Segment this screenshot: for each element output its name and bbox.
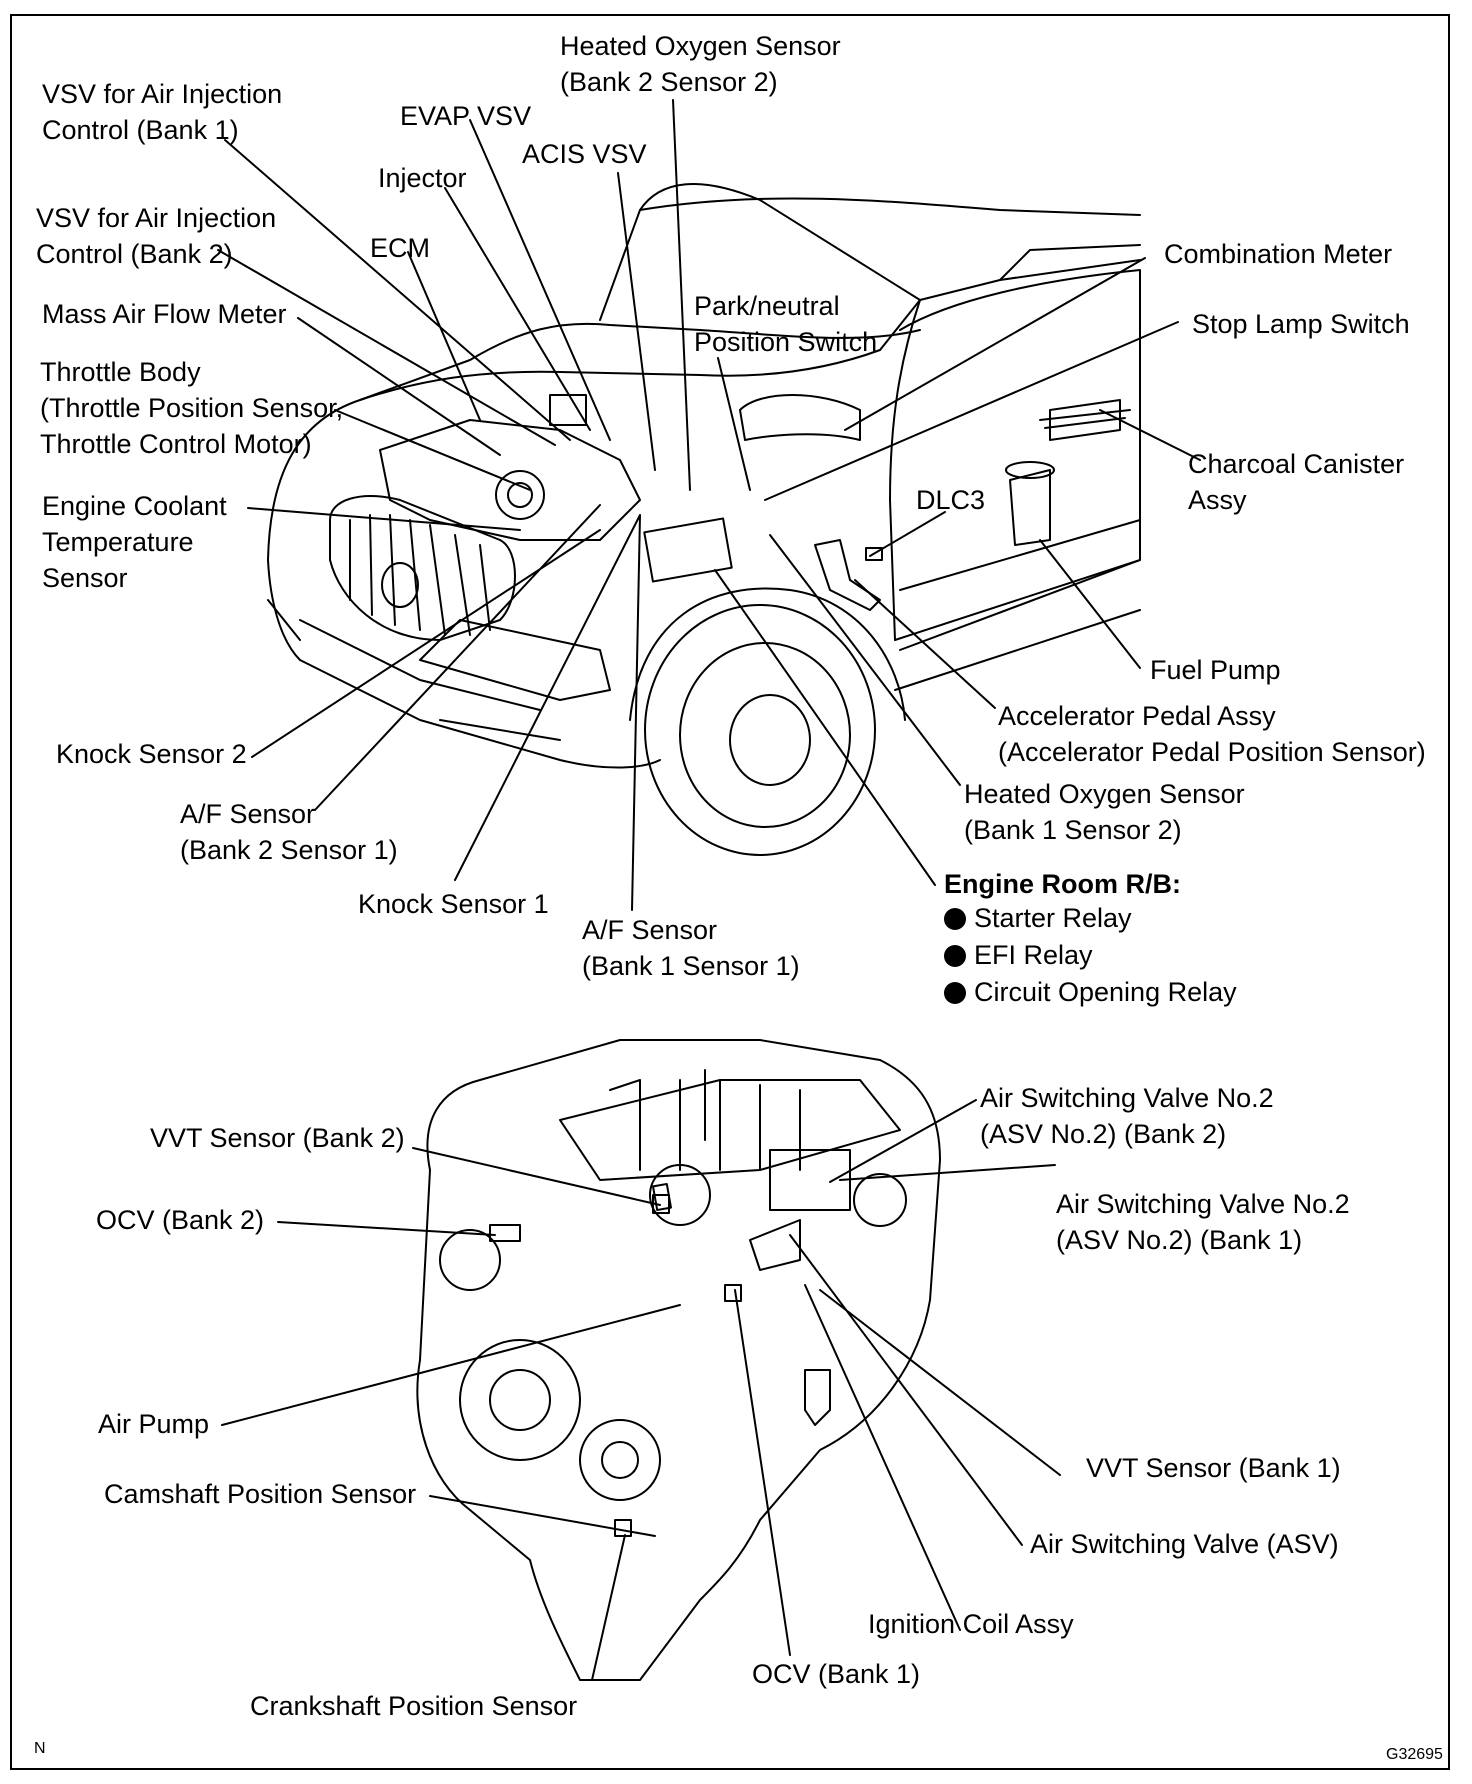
label-af-sensor-bank2-sensor1: A/F Sensor (Bank 2 Sensor 1) xyxy=(180,799,398,865)
label-ocv-bank1: OCV (Bank 1) xyxy=(752,1659,921,1689)
label-vsv-air-injection-bank2: VSV for Air Injection Control (Bank 2) xyxy=(36,203,277,269)
ecm-box xyxy=(549,394,587,426)
label-evap-vsv: EVAP VSV xyxy=(400,101,532,131)
label-throttle-body: Throttle Body (Throttle Position Sensor,… xyxy=(40,357,344,459)
label-accelerator-pedal-assy: Accelerator Pedal Assy (Accelerator Peda… xyxy=(998,701,1426,767)
accelerator-pedal xyxy=(814,539,881,611)
label-acis-vsv: ACIS VSV xyxy=(522,139,647,169)
orientation-mark: N xyxy=(34,1740,46,1757)
label-vsv-air-injection-bank1: VSV for Air Injection Control (Bank 1) xyxy=(42,79,283,145)
bullet-icon xyxy=(944,982,966,1004)
asv2-bank1 xyxy=(853,1173,907,1227)
label-charcoal-canister-assy: Charcoal Canister Assy xyxy=(1188,449,1405,515)
grille xyxy=(329,495,516,641)
label-ocv-bank2: OCV (Bank 2) xyxy=(96,1205,265,1235)
label-dlc3: DLC3 xyxy=(916,485,986,515)
windshield xyxy=(599,183,921,321)
label-fuel-pump: Fuel Pump xyxy=(1150,655,1281,685)
engine-room-rb-title: Engine Room R/B: xyxy=(944,869,1181,899)
ignition-coil xyxy=(804,1369,831,1426)
label-vvt-sensor-bank1: VVT Sensor (Bank 1) xyxy=(1086,1453,1341,1483)
label-air-pump: Air Pump xyxy=(98,1409,210,1439)
label-asv2-bank2: Air Switching Valve No.2 (ASV No.2) (Ban… xyxy=(980,1083,1274,1149)
charcoal-canister xyxy=(1049,399,1121,441)
label-engine-coolant-temperature-sensor: Engine Coolant Temperature Sensor xyxy=(42,491,227,593)
leader-lines-engine xyxy=(221,1099,1061,1681)
dlc3-connector xyxy=(865,547,883,561)
label-mass-air-flow-meter: Mass Air Flow Meter xyxy=(42,299,287,329)
label-knock-sensor-2: Knock Sensor 2 xyxy=(56,739,247,769)
grille-emblem xyxy=(381,562,419,608)
air-pump xyxy=(649,1164,711,1226)
label-heated-o2-sensor-bank2-sensor2: Heated Oxygen Sensor (Bank 2 Sensor 2) xyxy=(560,31,841,97)
combination-meter-hood xyxy=(739,394,861,441)
label-heated-o2-sensor-bank1-sensor2: Heated Oxygen Sensor (Bank 1 Sensor 2) xyxy=(964,779,1245,845)
label-ecm: ECM xyxy=(370,233,430,263)
label-vvt-sensor-bank2: VVT Sensor (Bank 2) xyxy=(150,1123,405,1153)
relay-box xyxy=(643,517,733,583)
engine-room-rb-item: Starter Relay xyxy=(944,900,1132,936)
bullet-icon xyxy=(944,945,966,967)
label-injector: Injector xyxy=(378,163,467,193)
fuel-pump xyxy=(1009,469,1051,546)
label-combination-meter: Combination Meter xyxy=(1164,239,1393,269)
engine-block xyxy=(416,1039,941,1681)
label-park-neutral-position-switch: Park/neutral Position Switch xyxy=(694,291,878,357)
vehicle-body-outline xyxy=(267,322,921,561)
vehicle-hood xyxy=(359,349,881,401)
label-crankshaft-position-sensor: Crankshaft Position Sensor xyxy=(250,1691,578,1721)
leader-lines-top xyxy=(217,99,1201,911)
label-camshaft-position-sensor: Camshaft Position Sensor xyxy=(104,1479,417,1509)
bullet-icon xyxy=(944,908,966,930)
asv2-bank2 xyxy=(769,1149,851,1211)
engine-room-rb-item: EFI Relay xyxy=(944,937,1093,973)
wheel-arch xyxy=(629,587,906,721)
label-ignition-coil-assy: Ignition Coil Assy xyxy=(868,1609,1074,1639)
label-knock-sensor-1: Knock Sensor 1 xyxy=(358,889,549,919)
label-stop-lamp-switch: Stop Lamp Switch xyxy=(1192,309,1410,339)
figure-id: G32695 xyxy=(1386,1746,1443,1763)
label-asv2-bank1: Air Switching Valve No.2 (ASV No.2) (Ban… xyxy=(1056,1189,1350,1255)
door-outline xyxy=(899,269,1141,651)
label-af-sensor-bank1-sensor1: A/F Sensor (Bank 1 Sensor 1) xyxy=(582,915,800,981)
label-air-switching-valve: Air Switching Valve (ASV) xyxy=(1030,1529,1339,1559)
front-wheel xyxy=(644,604,876,856)
engine-room-rb-item: Circuit Opening Relay xyxy=(944,974,1237,1010)
diagram-frame xyxy=(10,14,1450,1770)
crank-pulley xyxy=(459,1339,581,1461)
engine-bay xyxy=(379,419,641,541)
